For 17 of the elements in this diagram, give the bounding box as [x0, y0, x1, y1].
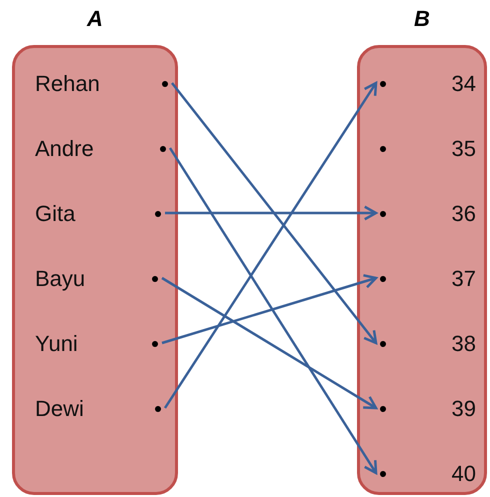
element-label: 38 [452, 331, 476, 357]
arrow [164, 82, 378, 409]
element-label: Andre [35, 136, 94, 162]
element-label: Dewi [35, 396, 84, 422]
element-label: Rehan [35, 71, 100, 97]
element-label: 35 [452, 136, 476, 162]
element-label: Bayu [35, 266, 86, 292]
arrow [165, 206, 378, 220]
set-label: B [413, 6, 431, 32]
set-label: A [86, 6, 104, 32]
element-label: Gita [35, 201, 76, 227]
element-label: 40 [452, 461, 476, 487]
element-label: Yuni [35, 331, 78, 357]
element-label: 34 [452, 71, 476, 97]
element-label: 36 [452, 201, 476, 227]
element-label: 37 [452, 266, 476, 292]
element-label: 39 [452, 396, 476, 422]
